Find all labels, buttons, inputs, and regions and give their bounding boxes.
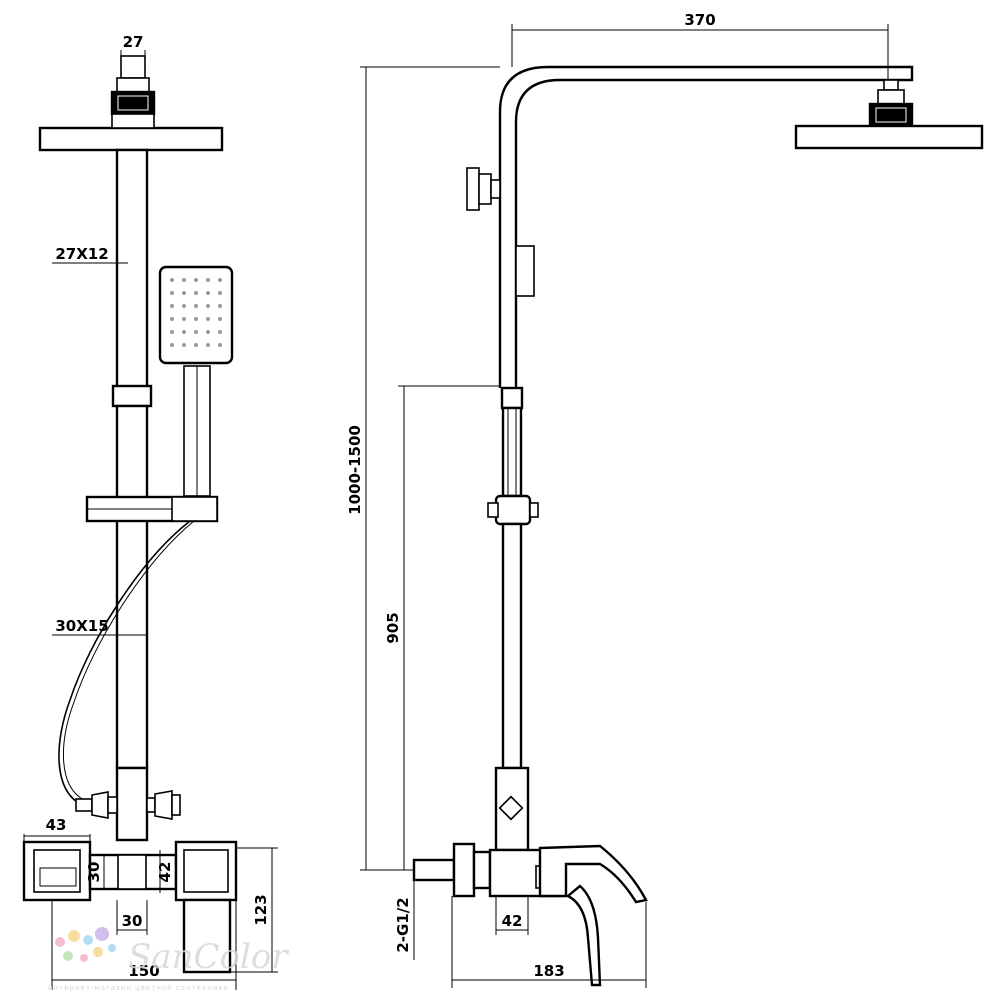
dim-head-connector: 27 [123,33,144,51]
side-rain-head [794,79,984,150]
watermark-dot [93,947,103,957]
side-view: 370 [346,11,984,988]
side-lower-pipe [501,522,523,770]
watermark-tagline: интернет-магазин цветной сантехники [48,984,229,992]
dim-inlet-thread: 2-G1/2 [394,897,412,952]
front-head-connector [110,55,156,116]
dim-total-width: 150 [128,962,159,980]
side-height-knob [466,167,501,211]
side-overhead-arm [498,65,914,388]
dim-valve-body-height: 123 [252,894,270,925]
side-pipe-coupling [500,386,524,410]
front-diverter-body [115,766,149,842]
side-pipe-clip [515,245,535,297]
dim-spout-reach: 183 [533,962,564,980]
front-diverter-knob [146,790,181,820]
front-lower-pipe [115,404,149,770]
dim-lower-pipe: 30X15 [55,617,108,635]
front-hand-shower [158,265,234,497]
front-hose-connector [75,791,118,819]
watermark: SanColor интернет-магазин цветной сантех… [48,927,289,992]
dim-lower-spacing: 30 [122,912,143,930]
front-rain-head [38,126,224,152]
watermark-dot [95,927,109,941]
front-pipe-coupling [111,384,153,408]
side-hand-shower [501,406,523,498]
side-spout [565,884,602,987]
watermark-dot [68,930,80,942]
dim-slider-height: 905 [384,612,402,643]
dim-diverter-width: 43 [46,816,67,834]
dim-valve-height-right: 42 [156,862,174,883]
side-lever-handle [538,844,648,904]
dim-overall-height: 1000-1500 [346,425,364,515]
front-upper-pipe [115,148,149,392]
watermark-dots [55,927,116,962]
front-hose [58,520,191,806]
watermark-dot [63,951,73,961]
watermark-dot [80,954,88,962]
watermark-dot [55,937,65,947]
dim-upper-pipe: 27X12 [55,245,108,263]
side-inlet-fitting [412,842,492,898]
dim-body-width: 42 [502,912,523,930]
side-diverter-diamond [498,795,524,821]
dim-arm-length: 370 [684,11,715,29]
side-slider-holder [487,494,539,526]
watermark-dot [83,935,93,945]
front-view: 27 27X12 30X15 [22,33,278,990]
watermark-brand: SanColor [128,937,289,977]
watermark-dot [108,944,116,952]
dim-valve-height-left: 30 [85,862,103,883]
